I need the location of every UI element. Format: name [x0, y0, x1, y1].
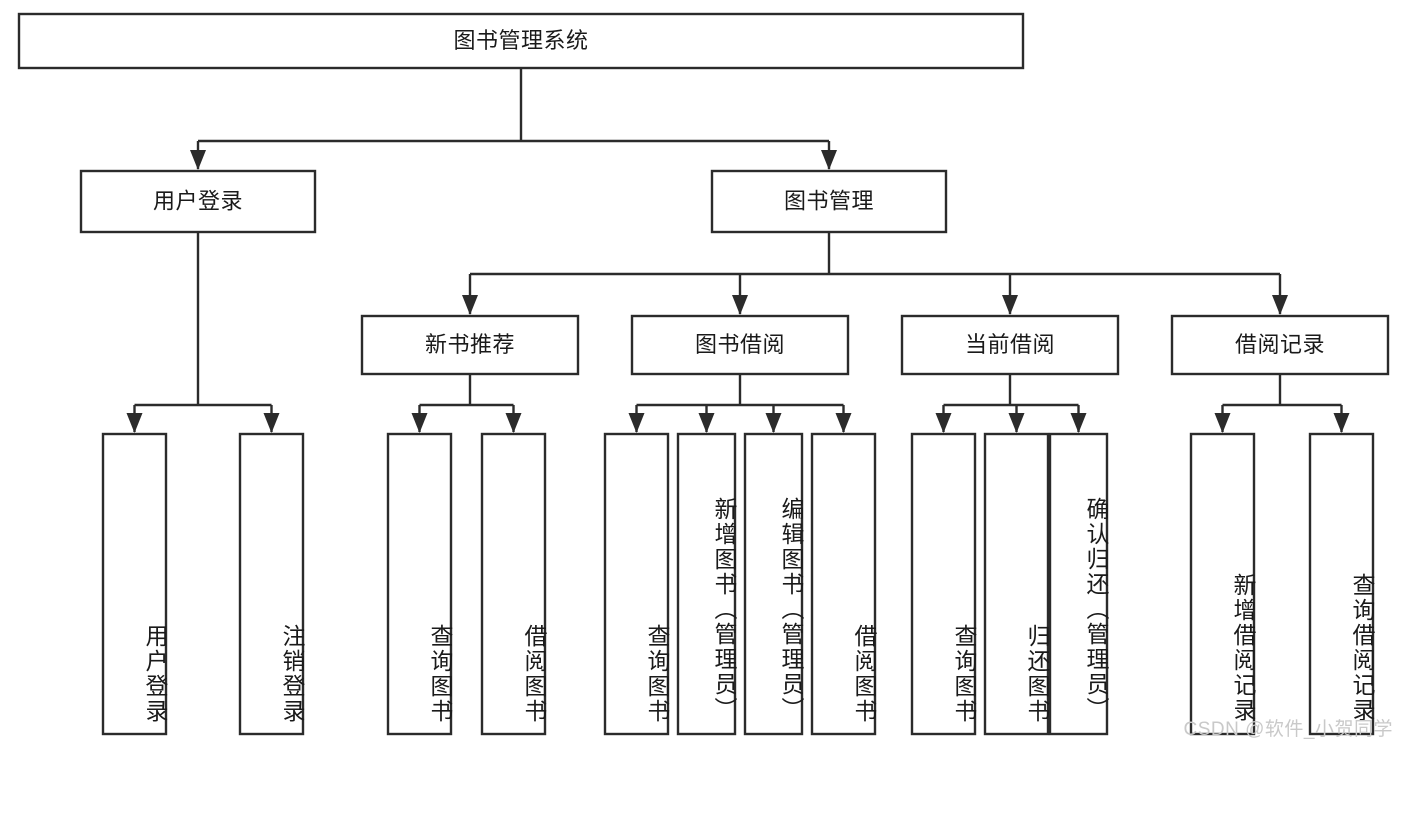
arrow-head — [628, 413, 645, 433]
node-label: 当前借阅 — [965, 332, 1055, 357]
node-label: 新书推荐 — [425, 332, 515, 357]
arrow-head — [698, 413, 715, 433]
watermark-text: CSDN @软件_小贺同学 — [1183, 719, 1393, 740]
node-leaf-borrow-book-2[interactable] — [810, 432, 877, 736]
arrow-head — [821, 150, 837, 170]
arrow-head — [505, 413, 522, 433]
node-leaf-query-book-1[interactable] — [386, 432, 453, 736]
node-leaf-user-login[interactable] — [101, 432, 168, 736]
arrow-head — [765, 413, 782, 433]
node-leaf-query-record[interactable] — [1308, 432, 1375, 736]
arrow-head — [190, 150, 206, 170]
node-label: 借阅记录 — [1235, 332, 1325, 357]
node-user-login[interactable]: 用户登录 — [79, 169, 317, 234]
arrow-head — [263, 413, 280, 433]
node-label: 用户登录 — [153, 188, 243, 213]
node-leaf-add-book[interactable] — [676, 432, 737, 736]
node-borrow-record[interactable]: 借阅记录 — [1170, 314, 1390, 376]
arrow-head — [462, 295, 478, 315]
arrow-head — [1214, 413, 1231, 433]
node-leaf-borrow-book-1[interactable] — [480, 432, 547, 736]
node-leaf-add-record[interactable] — [1189, 432, 1256, 736]
node-label: 图书管理系统 — [453, 28, 588, 53]
arrow-head — [1333, 413, 1350, 433]
arrow-head — [126, 413, 143, 433]
node-label: 图书管理 — [784, 188, 874, 213]
arrow-head — [411, 413, 428, 433]
arrow-head — [732, 295, 748, 315]
connector-lines — [126, 68, 1350, 433]
node-leaf-logout[interactable] — [238, 432, 305, 736]
node-leaf-query-book-2[interactable] — [603, 432, 670, 736]
arrow-head — [835, 413, 852, 433]
arrow-head — [1002, 295, 1018, 315]
node-leaf-return-book[interactable] — [983, 432, 1050, 736]
node-root-system[interactable]: 图书管理系统 — [17, 12, 1025, 70]
node-book-borrow[interactable]: 图书借阅 — [630, 314, 850, 376]
node-leaf-query-book-3[interactable] — [910, 432, 977, 736]
node-book-manage[interactable]: 图书管理 — [710, 169, 948, 234]
arrow-head — [1070, 413, 1087, 433]
arrow-head — [935, 413, 952, 433]
arrow-head — [1008, 413, 1025, 433]
node-leaf-edit-book[interactable] — [743, 432, 804, 736]
node-current-borrow[interactable]: 当前借阅 — [900, 314, 1120, 376]
node-leaf-confirm-return[interactable] — [1048, 432, 1109, 736]
system-architecture-diagram: 图书管理系统用户登录图书管理新书推荐图书借阅当前借阅借阅记录 用户登录注销登录查… — [17, 12, 1393, 740]
node-new-book-rec[interactable]: 新书推荐 — [360, 314, 580, 376]
arrow-head — [1272, 295, 1288, 315]
node-label: 图书借阅 — [695, 332, 785, 357]
